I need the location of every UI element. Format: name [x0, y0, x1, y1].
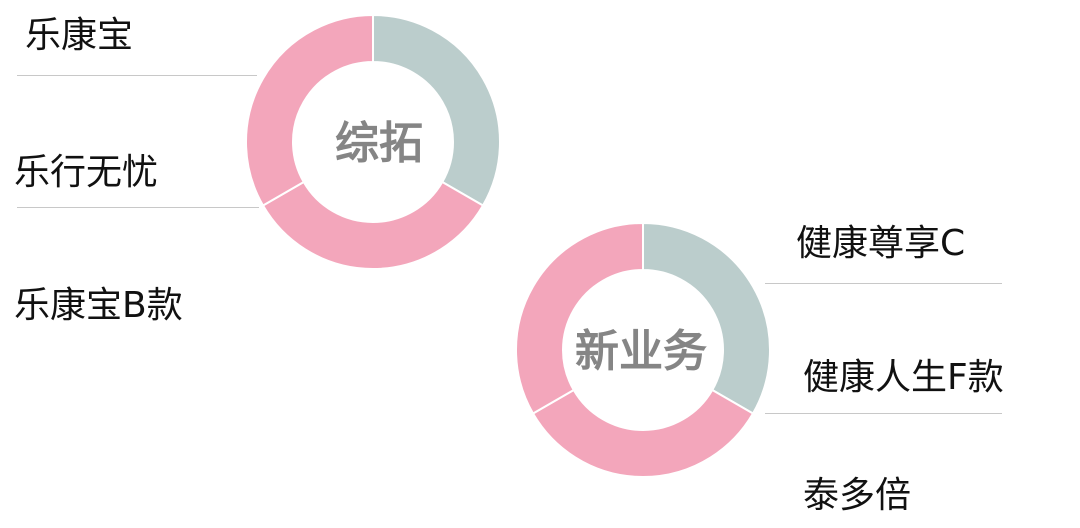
legend-label: 乐康宝: [25, 15, 134, 56]
divider: [765, 413, 1002, 414]
donut-center-title: 综拓: [335, 118, 423, 169]
divider: [17, 207, 259, 208]
legend-label: 健康人生F款: [803, 357, 1004, 398]
donut-chart-zongtuo: [245, 13, 501, 270]
divider: [765, 283, 1002, 284]
donut-segment: [531, 388, 755, 478]
legend-label: 乐行无忧: [14, 152, 159, 193]
legend-label: 泰多倍: [803, 475, 912, 516]
donut-segment: [245, 13, 374, 207]
legend-label: 乐康宝B款: [14, 285, 183, 326]
donut-segment: [261, 180, 485, 270]
donut-segment: [515, 221, 644, 415]
donut-segment: [372, 13, 501, 207]
donut-chart-xinyewu: [515, 221, 771, 478]
legend-label: 健康尊享C: [796, 223, 966, 264]
donut-center-title: 新业务: [575, 326, 707, 377]
divider: [17, 75, 257, 76]
donut-segment: [642, 221, 771, 415]
